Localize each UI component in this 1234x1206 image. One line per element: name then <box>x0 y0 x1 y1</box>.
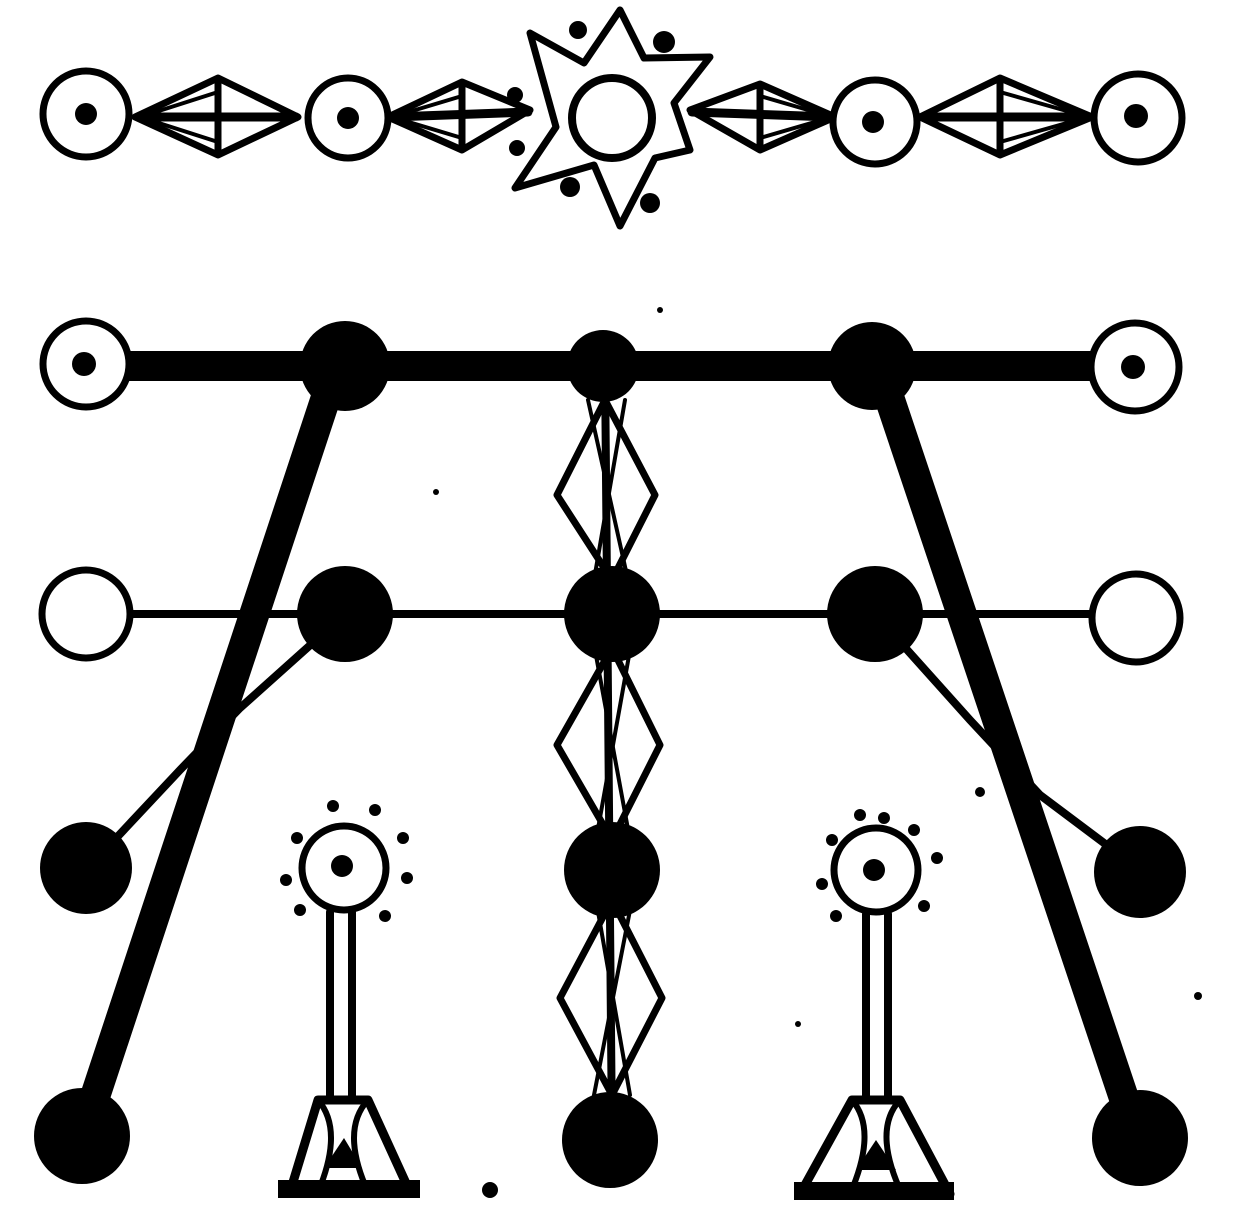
middle-bar-node-right <box>827 566 923 662</box>
center-node-base <box>562 1092 658 1188</box>
top-bar-ring-left <box>43 321 129 407</box>
middle-bar-node-left <box>297 566 393 662</box>
top-ring-1 <box>43 71 129 157</box>
top-bar-node-left <box>300 321 390 411</box>
center-node-lower <box>564 822 660 918</box>
side-node-right <box>1094 826 1186 918</box>
top-bar-node-right <box>828 322 916 410</box>
top-ring-4 <box>1094 74 1182 162</box>
star-center-circle <box>572 78 652 158</box>
top-ring-3 <box>833 80 917 164</box>
right-foot-node <box>1092 1090 1188 1186</box>
middle-bar-open-left <box>42 570 130 658</box>
top-ring-2 <box>308 78 388 158</box>
middle-bar-node-center <box>564 566 660 662</box>
top-bar-ring-right <box>1091 323 1179 411</box>
middle-bar-open-right <box>1092 574 1180 662</box>
side-node-left <box>40 822 132 914</box>
top-bar-node-center <box>567 330 639 402</box>
left-foot-node <box>34 1088 130 1184</box>
